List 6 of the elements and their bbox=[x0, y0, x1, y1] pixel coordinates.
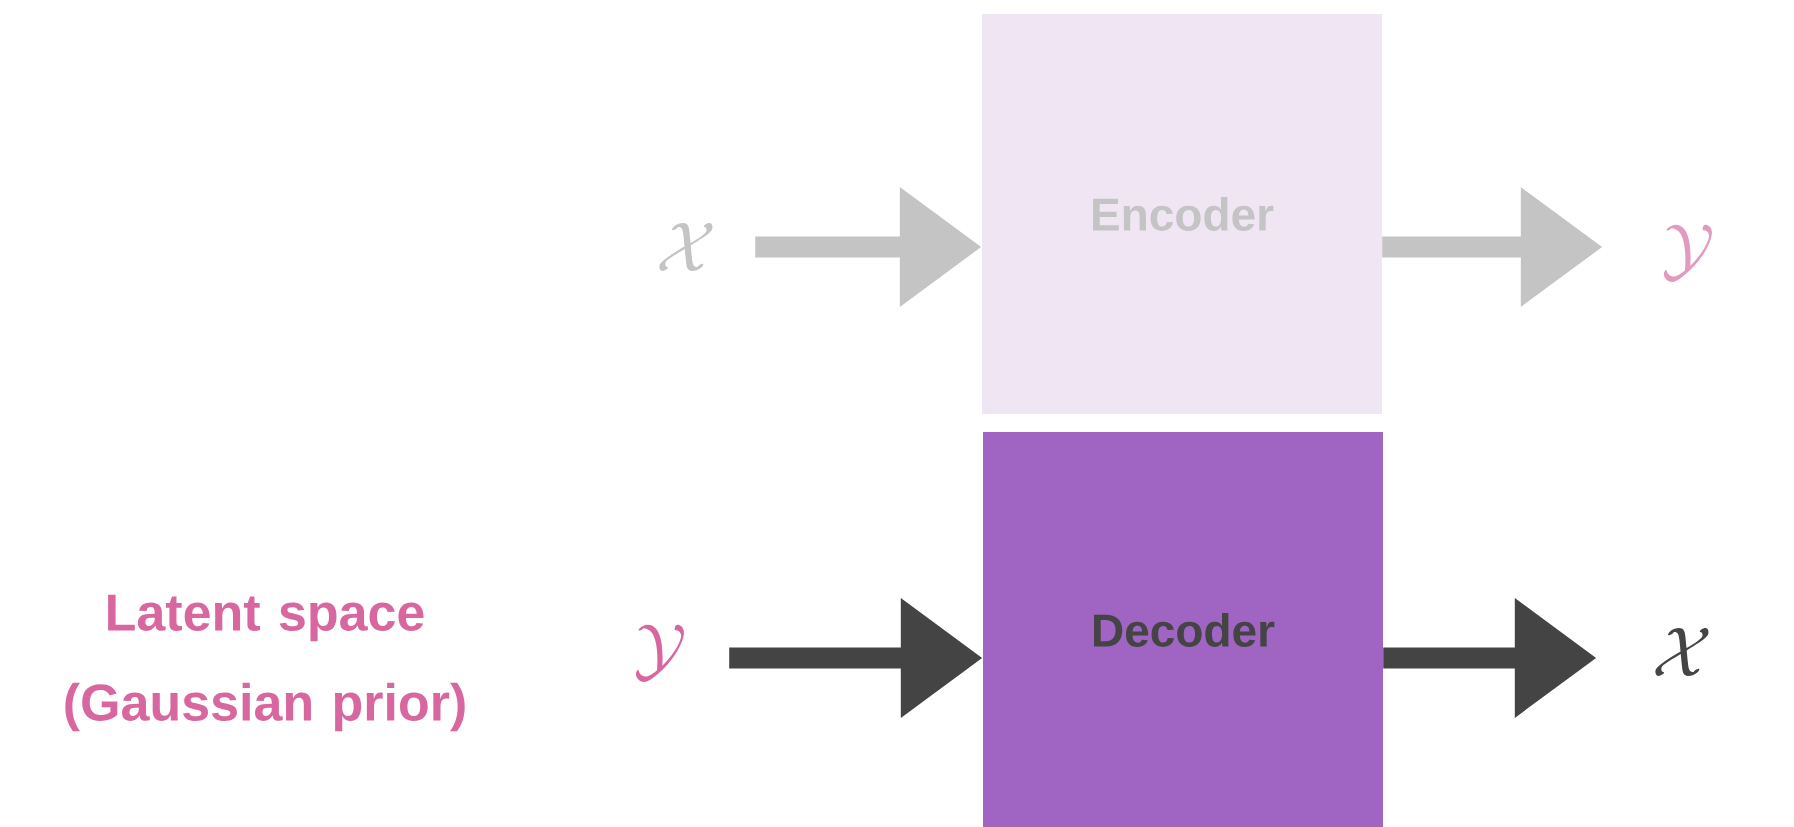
math-symbol: $\mathcal{X}$ bbox=[659, 223, 713, 271]
math-symbol: $\mathcal{Y}$ bbox=[635, 624, 684, 682]
process-box: Decoder bbox=[983, 432, 1383, 827]
caption-text: Latent space (Gaussian prior) bbox=[65, 594, 465, 732]
math-symbol: $\mathcal{Y}$ bbox=[1663, 224, 1712, 282]
math-symbol: $\mathcal{X}$ bbox=[1655, 628, 1709, 676]
